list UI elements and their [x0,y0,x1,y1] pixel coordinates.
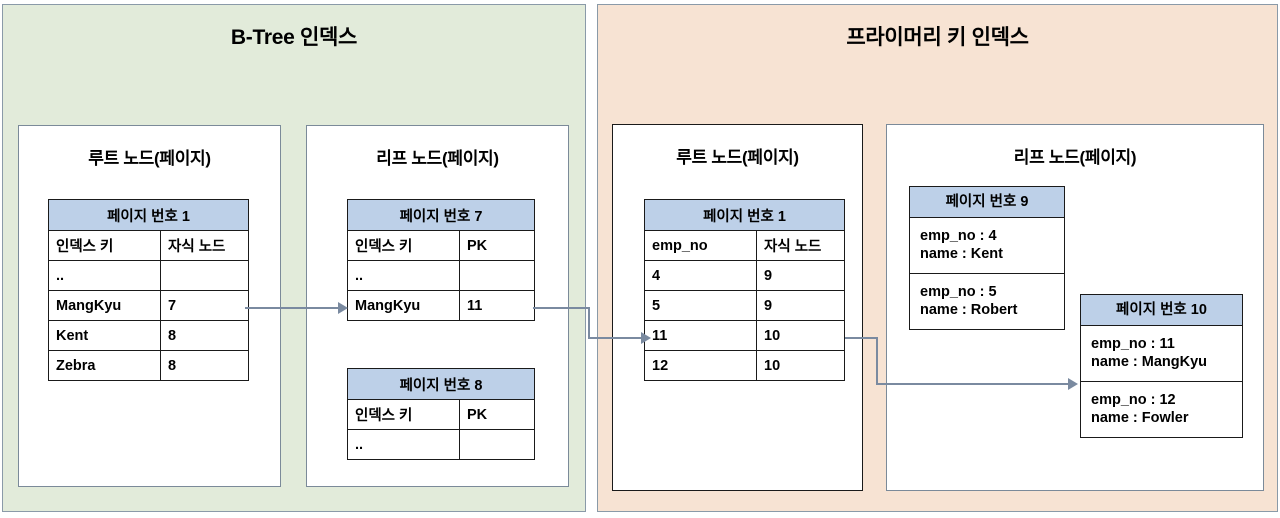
table-header-row: 페이지 번호 1 [643,199,846,231]
pk-leaf-page10-box: 페이지 번호 10 emp_no : 11 name : MangKyu emp… [1080,294,1243,438]
table-row: 12 10 [644,350,846,381]
column-header-key: 인덱스 키 [347,230,460,261]
page-number-header: 페이지 번호 7 [346,199,536,231]
table-row: .. [347,429,536,460]
table-column-row: 인덱스 키 PK [347,230,536,261]
column-header-pk: PK [458,230,536,261]
cell-child: 8 [159,320,250,351]
connector-btree-leaf-to-pk-root-seg1 [533,307,590,309]
cell-pk [458,429,536,460]
cell-child: 8 [159,350,250,381]
table-column-row: emp_no 자식 노드 [644,230,846,261]
pk-leaf-node-box: 리프 노드(페이지) 페이지 번호 9 emp_no : 4 name : Ke… [886,124,1264,491]
record-name: name : Robert [920,302,1018,318]
cell-empno: 12 [644,350,757,381]
cell-empno: 5 [644,290,757,321]
table-header-row: 페이지 번호 7 [346,199,536,231]
table-column-row: 인덱스 키 자식 노드 [48,230,250,261]
cell-child [159,260,250,291]
table-header-row: 페이지 번호 1 [47,199,250,231]
table-row: 4 9 [644,260,846,291]
cell-child: 9 [755,290,846,321]
arrowhead-pk-root-to-page10 [1068,378,1078,390]
arrowhead-btree-leaf-to-pk-root [641,332,651,344]
connector-btree-root-to-leaf [245,307,340,309]
cell-child: 10 [755,320,846,351]
column-header-key: 인덱스 키 [48,230,161,261]
cell-child: 10 [755,350,846,381]
btree-root-node-box: 루트 노드(페이지) 페이지 번호 1 인덱스 키 자식 노드 .. MangK… [18,125,281,487]
cell-key: Kent [48,320,161,351]
btree-leaf-node-title: 리프 노드(페이지) [376,149,499,168]
table-row: MangKyu 7 [48,290,250,321]
cell-pk: 11 [458,290,536,321]
table-row: .. [48,260,250,291]
btree-leaf-table-page8: 페이지 번호 8 인덱스 키 PK .. [346,368,536,460]
pk-root-node-box: 루트 노드(페이지) 페이지 번호 1 emp_no 자식 노드 4 9 5 9 [612,124,863,491]
record-row: emp_no : 12 name : Fowler [1081,382,1242,437]
btree-leaf-node-box: 리프 노드(페이지) 페이지 번호 7 인덱스 키 PK .. MangKyu … [306,125,569,487]
record-row: emp_no : 11 name : MangKyu [1081,326,1242,382]
table-row: 11 10 [644,320,846,351]
record-row: emp_no : 5 name : Robert [910,274,1064,329]
cell-empno: 4 [644,260,757,291]
record-name: name : MangKyu [1091,354,1208,370]
column-header-key: 인덱스 키 [347,399,460,430]
table-row: Kent 8 [48,320,250,351]
table-column-row: 인덱스 키 PK [347,399,536,430]
table-header-row: 페이지 번호 8 [346,368,536,400]
panel-primary-key-index: 프라이머리 키 인덱스 루트 노드(페이지) 페이지 번호 1 emp_no 자… [597,4,1278,512]
connector-pk-root-to-page10-seg3 [876,383,1074,385]
page-number-header: 페이지 번호 10 [1081,295,1242,326]
record-empno: emp_no : 5 [920,284,997,300]
table-row: MangKyu 11 [347,290,536,321]
record-name: name : Fowler [1091,410,1189,426]
record-empno: emp_no : 12 [1091,392,1176,408]
record-empno: emp_no : 4 [920,228,997,244]
panel-pk-title: 프라이머리 키 인덱스 [846,26,1029,49]
btree-root-node-title: 루트 노드(페이지) [88,149,211,168]
connector-pk-root-to-page10-seg1 [845,337,878,339]
column-header-child: 자식 노드 [755,230,846,261]
pk-root-node-title: 루트 노드(페이지) [676,148,799,167]
btree-leaf-table-page7: 페이지 번호 7 인덱스 키 PK .. MangKyu 11 [346,199,536,321]
cell-key: .. [48,260,161,291]
pk-leaf-node-title: 리프 노드(페이지) [1013,148,1137,167]
page-number-header: 페이지 번호 9 [910,187,1064,218]
column-header-child: 자식 노드 [159,230,250,261]
cell-key: Zebra [48,350,161,381]
cell-child: 7 [159,290,250,321]
column-header-pk: PK [458,399,536,430]
table-row: .. [347,260,536,291]
arrowhead-btree-root-to-leaf [338,302,348,314]
page-number-header: 페이지 번호 1 [47,199,250,231]
column-header-empno: emp_no [644,230,757,261]
pk-root-table: 페이지 번호 1 emp_no 자식 노드 4 9 5 9 11 10 [643,199,846,381]
connector-btree-leaf-to-pk-root-seg2 [588,307,590,339]
record-row: emp_no : 4 name : Kent [910,218,1064,274]
btree-root-table: 페이지 번호 1 인덱스 키 자식 노드 .. MangKyu 7 Kent 8 [47,199,250,381]
cell-key: MangKyu [48,290,161,321]
cell-pk [458,260,536,291]
connector-pk-root-to-page10-seg2 [876,337,878,385]
cell-key: .. [347,429,460,460]
table-row: 5 9 [644,290,846,321]
panel-btree-title: B-Tree 인덱스 [230,26,358,49]
cell-key: .. [347,260,460,291]
page-number-header: 페이지 번호 8 [346,368,536,400]
pk-leaf-page9-box: 페이지 번호 9 emp_no : 4 name : Kent emp_no :… [909,186,1065,330]
cell-empno: 11 [644,320,757,351]
record-empno: emp_no : 11 [1091,336,1175,352]
page-number-header: 페이지 번호 1 [643,199,846,231]
connector-btree-leaf-to-pk-root-seg3 [588,337,643,339]
cell-key: MangKyu [347,290,460,321]
panel-btree-index: B-Tree 인덱스 루트 노드(페이지) 페이지 번호 1 인덱스 키 자식 … [2,4,586,512]
table-row: Zebra 8 [48,350,250,381]
record-name: name : Kent [920,246,1003,262]
cell-child: 9 [755,260,846,291]
